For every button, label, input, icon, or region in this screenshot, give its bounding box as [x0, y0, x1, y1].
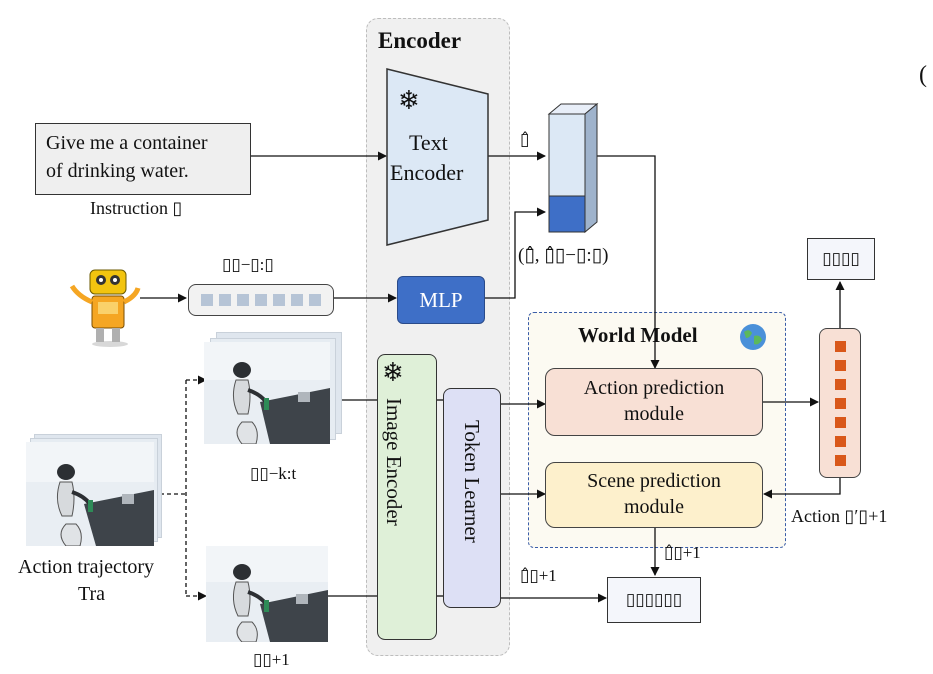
action-prediction-module: Action prediction module [545, 368, 763, 436]
history-frames-stack [204, 332, 344, 444]
action-token-column [819, 328, 861, 478]
state-token [291, 294, 303, 306]
text-encoder-label-line2: Encoder [390, 160, 464, 185]
action-token [835, 398, 846, 409]
snowflake-icon: ❄ [382, 358, 404, 387]
output-action-box: ▯▯▯▯ [807, 238, 875, 280]
instruction-caption: Instruction ▯ [90, 198, 183, 218]
scene-module-label-line1: Scene prediction [587, 470, 721, 492]
action-token [835, 341, 846, 352]
state-token [201, 294, 213, 306]
corner-glyph: ( [919, 62, 927, 88]
state-sequence [188, 284, 334, 316]
snowflake-icon: ❄ [398, 86, 420, 115]
next-frame-label: ▯▯+1 [253, 650, 290, 669]
text-encoder-label-line1: Text [409, 130, 448, 155]
state-token [255, 294, 267, 306]
token-learner-label: Token Learner [460, 420, 484, 543]
trajectory-caption-line2: Tra [78, 583, 106, 605]
encoded-next-label: ▯̂▯+1 [520, 566, 557, 585]
image-encoder-block [377, 354, 437, 640]
embedding-top-label: ▯̂ [520, 130, 530, 149]
image-encoder-label: Image Encoder [382, 398, 406, 526]
action-module-label-line1: Action prediction [583, 377, 725, 399]
embedding-vector [547, 102, 599, 234]
history-frames-label: ▯▯−k:t [250, 464, 297, 483]
state-token [219, 294, 231, 306]
instruction-text-line1: Give me a container [46, 132, 208, 154]
action-token [835, 455, 846, 466]
action-token [835, 360, 846, 371]
state-token [273, 294, 285, 306]
globe-icon [740, 324, 766, 350]
predicted-frame-label: ▯̂▯+1 [664, 543, 701, 562]
instruction-box: Give me a container of drinking water. [35, 123, 251, 195]
next-frame-image [206, 546, 328, 642]
token-learner-block [443, 388, 501, 608]
mlp-block: MLP [397, 276, 485, 324]
action-token [835, 436, 846, 447]
action-module-label-line2: module [624, 403, 684, 425]
trajectory-image-stack [26, 434, 162, 546]
trajectory-caption-line1: Action trajectory [18, 556, 155, 578]
world-model-title: World Model [578, 323, 698, 347]
robot-icon [69, 269, 141, 347]
encoder-title: Encoder [378, 28, 462, 53]
state-token [237, 294, 249, 306]
instruction-text-line2: of drinking water. [46, 160, 189, 182]
embedding-bottom-label: (▯̂, ▯̂▯−▯:▯) [518, 245, 609, 266]
loss-box: ▯▯▯▯▯▯ [607, 577, 701, 623]
scene-module-label-line2: module [624, 496, 684, 518]
state-token [309, 294, 321, 306]
robot-scene-image [26, 442, 154, 546]
text-encoder-block [386, 68, 489, 246]
robot-scene-image [204, 342, 330, 444]
scene-prediction-module: Scene prediction module [545, 462, 763, 528]
action-feedback-label: Action ▯′▯+1 [791, 506, 888, 526]
state-seq-label: ▯▯−▯:▯ [222, 255, 274, 274]
action-token [835, 379, 846, 390]
action-token [835, 417, 846, 428]
